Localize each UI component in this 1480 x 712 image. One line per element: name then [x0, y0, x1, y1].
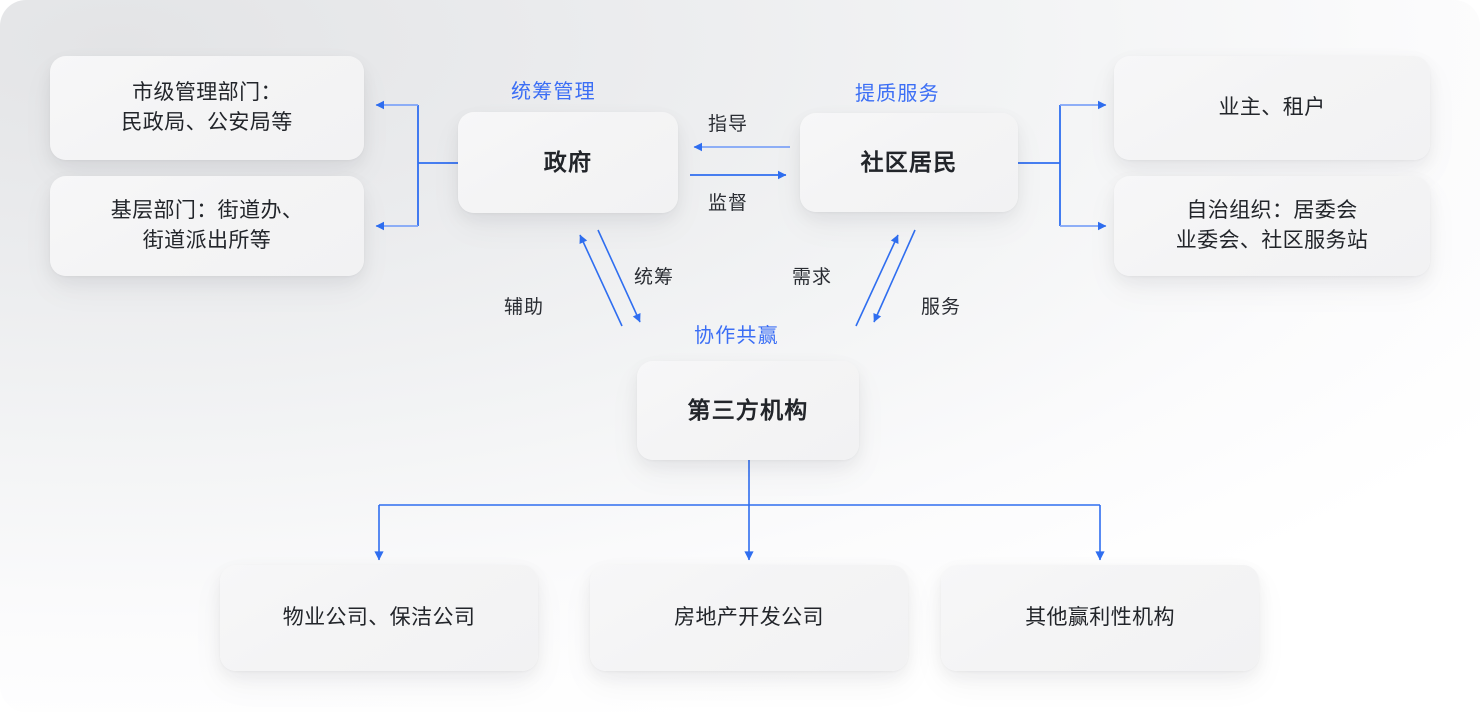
- node-government-label: 政府: [543, 149, 593, 176]
- edge-label-assist: 辅助: [504, 297, 545, 318]
- node-self-governing-organizations[interactable]: 自治组织：居委会 业委会、社区服务站: [1114, 176, 1430, 276]
- node-government[interactable]: 政府: [458, 112, 678, 213]
- node-property-cleaning-companies[interactable]: 物业公司、保洁公司: [220, 565, 538, 671]
- caption-coordinated-management: 统筹管理: [511, 81, 596, 103]
- node-owners-tenants[interactable]: 业主、租户: [1114, 56, 1430, 160]
- node-third-party-institutions[interactable]: 第三方机构: [637, 361, 859, 460]
- node-municipal-departments[interactable]: 市级管理部门： 民政局、公安局等: [50, 56, 364, 160]
- node-other-profit-institutions[interactable]: 其他赢利性机构: [941, 565, 1259, 671]
- edge-label-service: 服务: [921, 297, 962, 318]
- edge-label-demand: 需求: [792, 267, 833, 288]
- node-self-governing-organizations-label: 自治组织：居委会 业委会、社区服务站: [1175, 199, 1369, 252]
- node-grassroots-departments[interactable]: 基层部门：街道办、 街道派出所等: [50, 176, 364, 276]
- edge-label-coordinate: 统筹: [634, 267, 675, 288]
- node-third-party-institutions-label: 第三方机构: [687, 397, 809, 424]
- node-owners-tenants-label: 业主、租户: [1218, 96, 1326, 120]
- edge-label-supervision: 监督: [708, 193, 749, 214]
- node-municipal-departments-label: 市级管理部门： 民政局、公安局等: [121, 81, 293, 134]
- node-grassroots-departments-label: 基层部门：街道办、 街道派出所等: [110, 199, 304, 252]
- node-property-cleaning-companies-label: 物业公司、保洁公司: [282, 606, 476, 630]
- caption-quality-service: 提质服务: [855, 83, 940, 105]
- edge-label-guidance: 指导: [708, 114, 749, 135]
- caption-win-win-collaboration: 协作共赢: [694, 325, 779, 347]
- node-real-estate-developers[interactable]: 房地产开发公司: [590, 565, 908, 671]
- node-other-profit-institutions-label: 其他赢利性机构: [1025, 606, 1175, 630]
- node-community-residents[interactable]: 社区居民: [800, 113, 1018, 212]
- node-community-residents-label: 社区居民: [860, 149, 958, 176]
- node-real-estate-developers-label: 房地产开发公司: [674, 606, 824, 630]
